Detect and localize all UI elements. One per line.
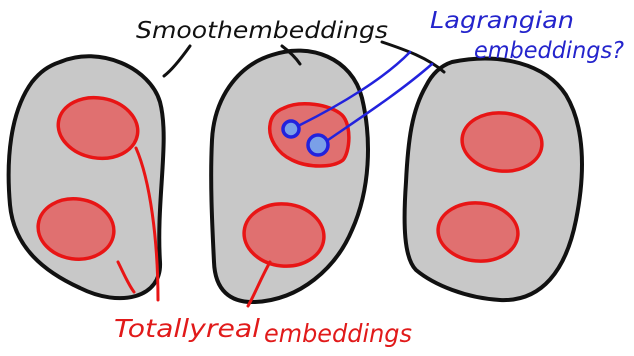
label-totally-real-part2: embeddings <box>264 319 412 348</box>
blue-circle-large <box>308 135 328 155</box>
label-lagrangian-line2: embeddings? <box>474 38 624 64</box>
label-smooth-embeddings: Smoothembeddings <box>136 18 388 44</box>
blue-circle-small <box>283 121 299 137</box>
blob-left <box>9 56 164 298</box>
blob-right <box>405 59 582 301</box>
label-lagrangian-line1: Lagrangian <box>430 8 574 34</box>
label-totally-real-part1: Totallyreal <box>114 314 260 343</box>
smooth-leader-left <box>164 46 190 76</box>
